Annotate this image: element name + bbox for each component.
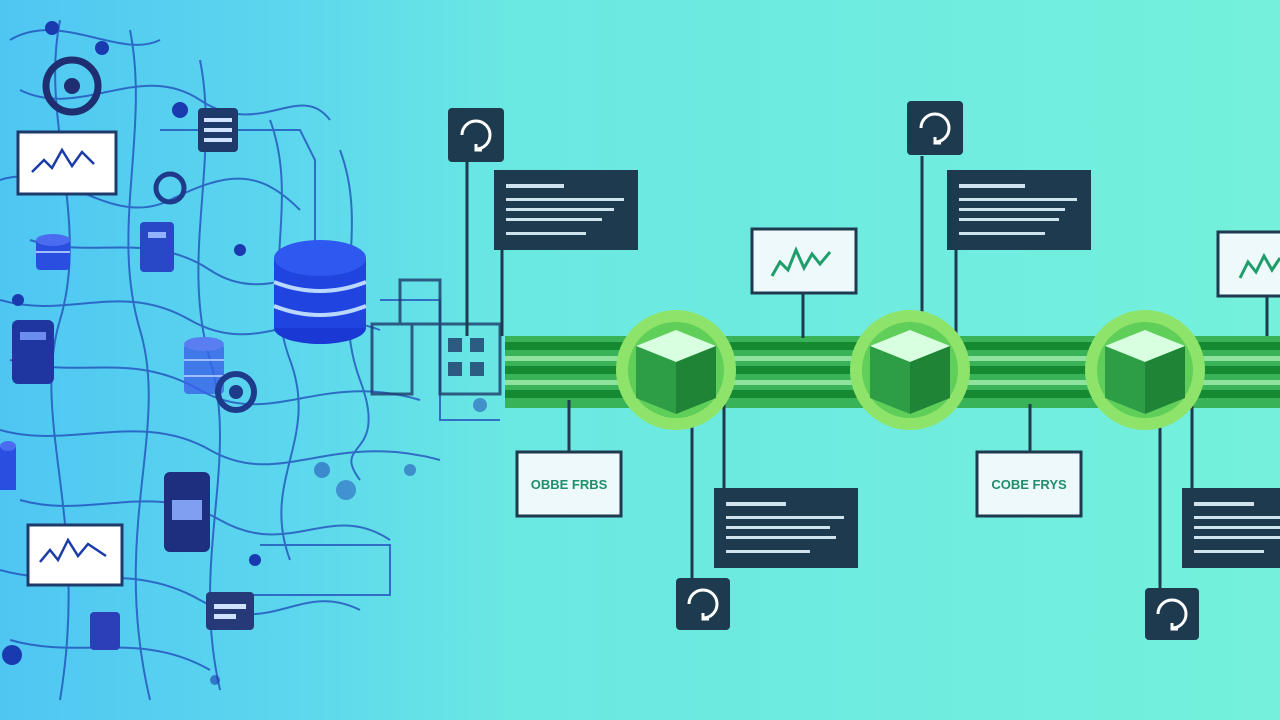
database-icon [184,337,224,394]
database-icon [0,441,16,490]
info-panel-3 [714,488,858,568]
icon-square-4 [1145,588,1199,640]
icon-square-1 [448,108,504,162]
label-box-2 [975,450,1083,518]
info-panel-4 [1182,488,1280,568]
database-icon [273,240,367,344]
label-box-1-text: OBBE FRBS [531,477,608,492]
left-chart-card-1 [16,130,118,196]
chart-icon [770,246,832,277]
network-dots [2,21,487,685]
label-box-2-text: COBE FRYS [991,477,1067,492]
refresh-icon [687,588,719,621]
gear-icon [42,56,102,116]
label-box-1 [515,450,623,518]
info-panel-1 [494,170,638,250]
cube-node-2 [850,310,970,430]
small-database-nodes [0,56,257,650]
chart-icon [39,537,107,563]
cube-node-1 [616,310,736,430]
info-panel-2 [947,170,1091,250]
chart-card-1 [750,227,858,295]
icon-square-3 [676,578,730,630]
server-icon [90,612,120,650]
server-icon [140,222,174,272]
gear-icon [153,171,187,205]
database-icon [36,234,70,270]
icon-square-2 [907,101,963,155]
connector-lines [465,156,1269,588]
server-icon [206,592,254,630]
chart-icon [31,147,95,173]
refresh-icon [1156,598,1188,631]
server-icon [12,320,54,384]
left-chart-card-2 [26,523,124,587]
transition-blocks [370,278,502,396]
refresh-icon [919,112,951,145]
gear-icon [215,371,257,413]
cube-node-3 [1085,310,1205,430]
chart-icon [1238,252,1280,279]
refresh-icon [460,119,492,152]
chart-card-2 [1216,230,1280,298]
